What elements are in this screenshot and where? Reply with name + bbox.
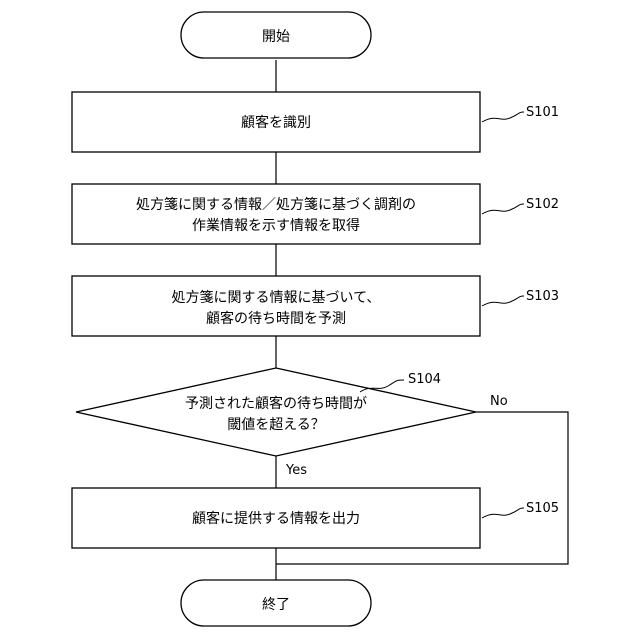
- decision-line-2: 閾値を超える？: [227, 417, 325, 433]
- leader-s101: [482, 112, 524, 122]
- leader-s105: [482, 508, 524, 518]
- step-s103-line-1: 処方箋に関する情報に基づいて、: [172, 289, 381, 306]
- decision-line-1: 予測された顧客の待ち時間が: [185, 395, 367, 412]
- step-tag-s103: S103: [526, 289, 559, 304]
- step-tag-s105: S105: [526, 501, 559, 516]
- start-label: 開始: [262, 29, 290, 45]
- process-box-s101: 顧客を識別: [72, 92, 480, 152]
- yes-branch-label: Yes: [285, 463, 307, 478]
- step-tag-s101: S101: [526, 105, 559, 120]
- step-s103-line-2: 顧客の待ち時間を予測: [206, 310, 346, 327]
- leader-s102: [482, 204, 524, 214]
- step-tag-s102: S102: [526, 197, 559, 212]
- step-s102-line-1: 処方箋に関する情報／処方箋に基づく調剤の: [136, 196, 416, 213]
- no-branch-label: No: [490, 394, 508, 409]
- leader-s103: [482, 296, 524, 306]
- step-s102-line-2: 作業情報を示す情報を取得: [192, 217, 360, 234]
- process-box-s102: 処方箋に関する情報／処方箋に基づく調剤の 作業情報を示す情報を取得: [72, 184, 480, 244]
- end-terminal: 終了: [181, 580, 371, 626]
- start-terminal: 開始: [181, 12, 371, 58]
- step-s101-line-1: 顧客を識別: [241, 114, 311, 131]
- step-tag-s104: S104: [408, 372, 441, 387]
- process-box-s105: 顧客に提供する情報を出力: [72, 488, 480, 548]
- process-box-s103: 処方箋に関する情報に基づいて、 顧客の待ち時間を予測: [72, 276, 480, 336]
- step-s105-line-1: 顧客に提供する情報を出力: [192, 510, 360, 527]
- end-label: 終了: [262, 597, 290, 613]
